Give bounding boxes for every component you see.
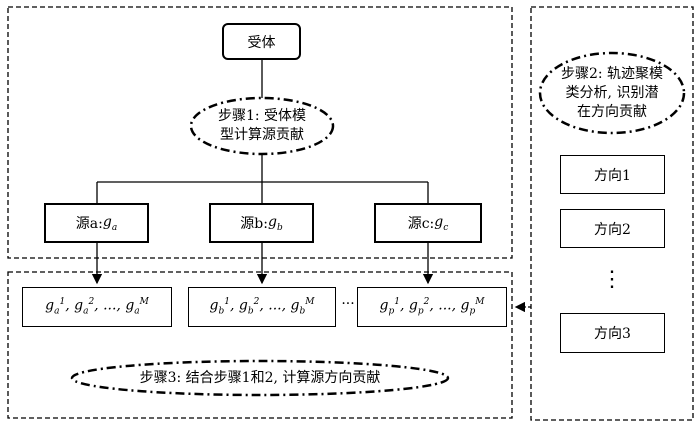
direction-box-1: 方向1 xyxy=(560,155,665,194)
direction-label-3: 方向3 xyxy=(594,326,631,342)
step3-oval xyxy=(70,359,450,397)
step2-text: 步骤2: 轨迹聚模 类分析, 识别潜 在方向贡献 xyxy=(545,62,679,124)
sequence-b: gb1, gb2, ..., gbM xyxy=(209,297,315,317)
sequence-p: gp1, gp2, ..., gpM xyxy=(379,297,485,317)
source-label-c: 源c: xyxy=(407,216,435,232)
direction-label-1: 方向1 xyxy=(594,167,631,184)
step1-frame xyxy=(7,6,513,259)
step3-frame xyxy=(7,271,513,419)
step2-line1: 步骤2: 轨迹聚模 xyxy=(560,65,664,82)
direction-label-2: 方向2 xyxy=(594,221,631,238)
step1-text: 步骤1: 受体模 型计算源贡献 xyxy=(196,100,328,152)
recipient-box: 受体 xyxy=(222,23,301,60)
step3-text: 步骤3: 结合步骤1和2, 计算源方向贡献 xyxy=(139,369,381,386)
source-box-b: 源b: gb xyxy=(209,203,314,243)
sequence-box-a: ga1, ga2, ..., gaM xyxy=(22,287,172,327)
source-box-a: 源a: ga xyxy=(44,203,149,243)
source-symbol-b: gb xyxy=(267,213,283,233)
step2-oval xyxy=(538,51,686,135)
direction-gap-dots: ⋮ xyxy=(601,267,623,292)
step2-line2: 类分析, 识别潜 xyxy=(565,84,659,101)
step2-line3: 在方向贡献 xyxy=(577,103,647,120)
sequence-box-p: gp1, gp2, ..., gpM xyxy=(357,287,507,327)
source-symbol-c: gc xyxy=(434,213,449,233)
step1-line2: 型计算源贡献 xyxy=(220,127,304,143)
source-label-b: 源b: xyxy=(240,216,268,232)
sequence-gap-dots: ··· xyxy=(341,296,355,312)
direction-box-2: 方向2 xyxy=(560,209,665,248)
step2-frame xyxy=(530,6,694,421)
sequence-box-b: gb1, gb2, ..., gbM xyxy=(188,287,336,327)
source-symbol-a: ga xyxy=(102,213,118,233)
recipient-label: 受体 xyxy=(247,34,276,51)
step1-line1: 步骤1: 受体模 xyxy=(217,108,307,124)
source-box-c: 源c: gc xyxy=(374,203,482,243)
step1-oval xyxy=(189,96,335,156)
sequence-a: ga1, ga2, ..., gaM xyxy=(45,297,149,317)
direction-box-3: 方向3 xyxy=(560,313,665,353)
source-label-a: 源a: xyxy=(75,216,103,232)
